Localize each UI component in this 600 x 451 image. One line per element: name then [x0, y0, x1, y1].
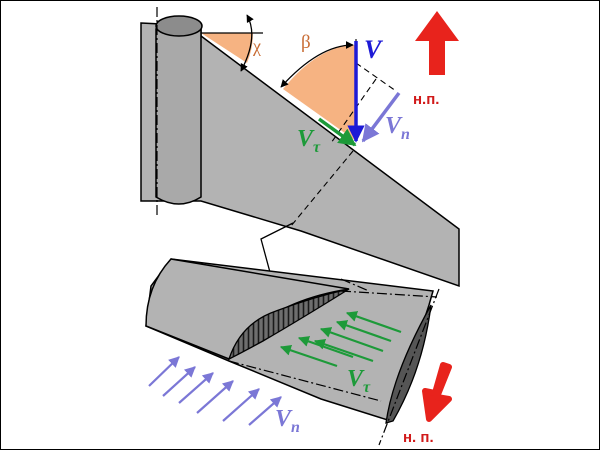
vn-arrow-2	[162, 366, 196, 397]
bottom-wing-section-group: Vτ Vn н. п.	[145, 258, 452, 446]
vn-arrow-6	[248, 396, 282, 426]
top-wing-group: χ β V Vn Vτ н.п.	[140, 7, 460, 288]
direction-label-top: н.п.	[413, 91, 439, 108]
section-reference-line-lower	[228, 360, 382, 402]
vn-arrow-4	[196, 380, 234, 414]
airfoil-tip-dark	[385, 304, 432, 424]
vn-arrow-3	[178, 372, 214, 404]
section-reference-line-upper	[340, 290, 438, 298]
airfoil-section-hatched	[227, 288, 350, 361]
section-reference-line-root	[340, 278, 370, 292]
vtau-arrow-2	[335, 320, 392, 343]
fuselage-top-ellipse	[155, 15, 203, 37]
vtau-arrow-5	[297, 336, 354, 359]
chi-label: χ	[252, 36, 261, 56]
fuselage-cylinder	[155, 28, 202, 205]
V-label: V	[364, 35, 384, 64]
beta-label: β	[301, 32, 311, 53]
Vtau-label-bottom: Vτ	[347, 366, 371, 396]
chi-angle-sector	[201, 33, 253, 63]
vtau-arrow-4	[313, 339, 374, 363]
beta-arc	[280, 41, 354, 88]
tip-reference-line	[378, 288, 440, 446]
vn-arrow-5	[222, 388, 260, 422]
chi-arc	[240, 14, 254, 72]
flight-direction-arrow-down	[422, 362, 452, 422]
velocity-Vn-arrow-top	[361, 91, 401, 143]
vtau-arrow-6	[279, 344, 338, 368]
direction-label-bottom: н. п.	[403, 429, 434, 446]
vtau-arrow-1	[345, 311, 402, 334]
vtau-arrow-3	[319, 327, 384, 353]
Vn-label-top: Vn	[385, 113, 410, 143]
chord-cut-dash	[290, 150, 354, 227]
velocity-Vtau-arrow-top	[317, 117, 357, 147]
flight-direction-arrow-up	[415, 11, 459, 75]
Vn-label-bottom: Vn	[275, 406, 300, 436]
vn-arrow-1	[148, 356, 180, 387]
leading-edge-dash-extension	[355, 62, 397, 92]
